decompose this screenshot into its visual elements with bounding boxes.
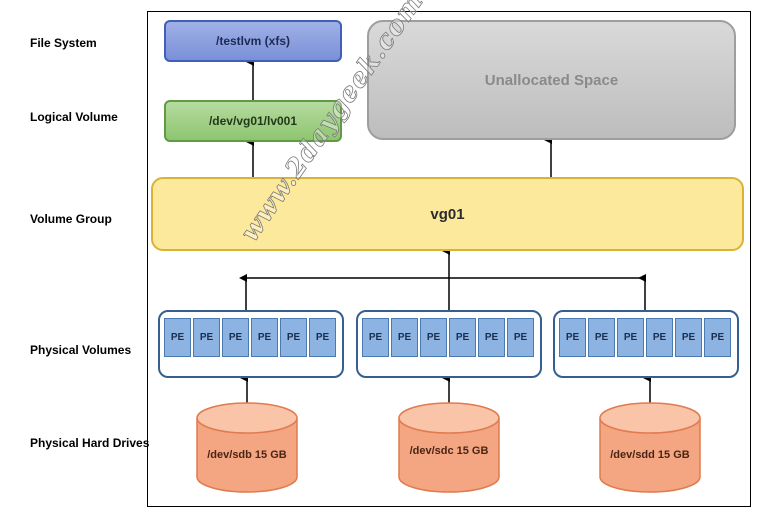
label-logical-volume: Logical Volume xyxy=(30,110,118,124)
pe-block: PE xyxy=(675,318,702,357)
drive-sdd-label: /dev/sdd 15 GB xyxy=(610,449,690,461)
physical-volume-1: PE PE PE PE PE PE xyxy=(158,310,344,378)
physical-volume-3: PE PE PE PE PE PE xyxy=(553,310,739,378)
label-volume-group: Volume Group xyxy=(30,212,112,226)
pe-block: PE xyxy=(309,318,336,357)
drive-sdd xyxy=(599,402,701,493)
pe-block: PE xyxy=(251,318,278,357)
drive-sdb xyxy=(196,402,298,493)
label-physical-hard-drives: Physical Hard Drives xyxy=(30,436,150,450)
logical-volume-box: /dev/vg01/lv001 xyxy=(164,100,342,142)
pe-block: PE xyxy=(507,318,534,357)
pe-block: PE xyxy=(391,318,418,357)
pe-block: PE xyxy=(617,318,644,357)
label-physical-volumes: Physical Volumes xyxy=(30,343,132,357)
pe-block: PE xyxy=(704,318,731,357)
physical-volume-2: PE PE PE PE PE PE xyxy=(356,310,542,378)
unallocated-space-box: Unallocated Space xyxy=(367,20,736,140)
pe-block: PE xyxy=(420,318,447,357)
pe-block: PE xyxy=(193,318,220,357)
diagram-frame xyxy=(147,11,751,507)
pe-block: PE xyxy=(478,318,505,357)
drive-sdb-label: /dev/sdb 15 GB xyxy=(207,449,287,461)
pe-block: PE xyxy=(164,318,191,357)
volume-group-box: vg01 xyxy=(151,177,744,251)
pe-block: PE xyxy=(222,318,249,357)
pe-block: PE xyxy=(646,318,673,357)
drive-sdc xyxy=(398,402,500,493)
pe-block: PE xyxy=(588,318,615,357)
pe-block: PE xyxy=(362,318,389,357)
file-system-box: /testlvm (xfs) xyxy=(164,20,342,62)
drive-sdc-label: /dev/sdc 15 GB xyxy=(410,445,489,457)
label-file-system: File System xyxy=(30,36,97,50)
pe-block: PE xyxy=(449,318,476,357)
pe-block: PE xyxy=(559,318,586,357)
pe-block: PE xyxy=(280,318,307,357)
